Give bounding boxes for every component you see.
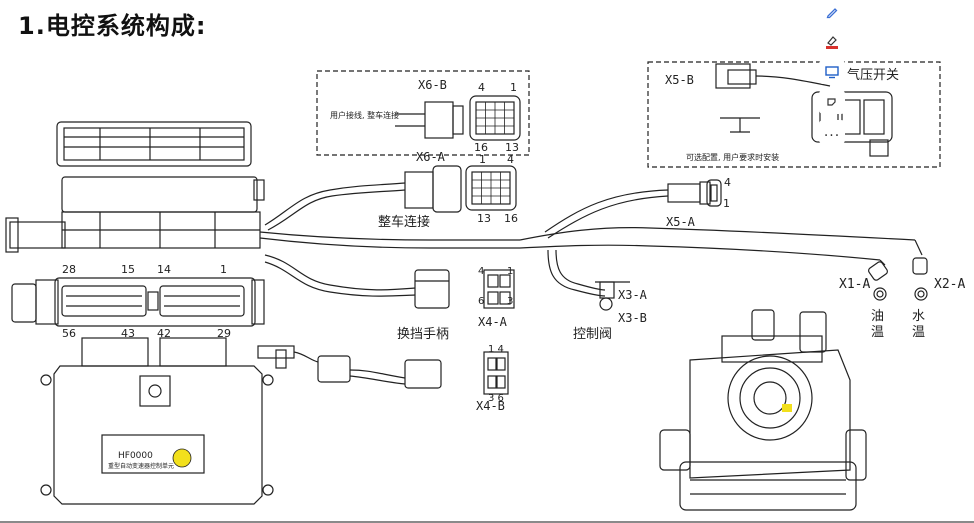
page-title: 1.电控系统构成: bbox=[18, 12, 207, 40]
transmission-drawing bbox=[659, 309, 867, 511]
harness-to-x5a bbox=[544, 189, 669, 233]
water-temp-sensor-drawing bbox=[912, 257, 928, 301]
ecu-front-connector-view bbox=[11, 277, 265, 327]
label-x6b-pin-tl: 4 bbox=[478, 81, 485, 94]
harness-right-run bbox=[519, 227, 916, 241]
label-shift-handle: 换挡手柄 bbox=[397, 327, 449, 342]
label-x6b-pin-tr: 1 bbox=[510, 81, 517, 94]
edit-pencil-icon[interactable] bbox=[819, 0, 845, 24]
x6a-connector-drawing bbox=[404, 165, 517, 213]
highlight-icon[interactable] bbox=[819, 30, 845, 54]
label-x6b-pin-bl: 16 bbox=[474, 141, 488, 154]
x6b-pin-grid bbox=[476, 102, 514, 134]
label-x4a-pin-6: 6 bbox=[478, 296, 484, 307]
more-options-button[interactable]: ... bbox=[819, 120, 845, 144]
label-x6b-pin-br: 13 bbox=[505, 141, 519, 154]
label-user-note: 用户接线, 整车连接 bbox=[330, 110, 399, 120]
label-x6a-pin-tr: 4 bbox=[507, 153, 514, 166]
label-x5a: X5-A bbox=[666, 215, 696, 229]
label-vehicle-connection: 整车连接 bbox=[378, 214, 430, 230]
label-ecu-pin-1: 1 bbox=[220, 263, 227, 276]
label-ecu-pin-28: 28 bbox=[62, 263, 76, 276]
label-ecu-pin-29: 29 bbox=[217, 327, 231, 340]
label-x1a: X1-A bbox=[839, 277, 870, 292]
x4b-connector-drawing bbox=[483, 351, 509, 395]
harness-to-x6a bbox=[264, 182, 406, 226]
label-air-pressure-switch: 气压开关 bbox=[847, 67, 899, 83]
label-optional-note: 可选配置, 用户要求时安装 bbox=[686, 152, 779, 162]
label-oil-temp-2: 温 bbox=[871, 325, 884, 340]
label-x5a-pin-top: 4 bbox=[724, 176, 731, 189]
harness-trunk bbox=[259, 231, 520, 241]
oil-temp-sensor-drawing bbox=[868, 261, 888, 301]
label-x2a: X2-A bbox=[934, 277, 965, 292]
ecu-top-connector-view bbox=[56, 121, 252, 167]
share-icon[interactable] bbox=[819, 90, 845, 114]
x4a-connector-drawing bbox=[483, 269, 515, 309]
x5a-connector-drawing bbox=[667, 179, 722, 207]
label-ecu-pin-43: 43 bbox=[121, 327, 135, 340]
label-x4b-pin-top: 1 4 bbox=[488, 344, 504, 355]
label-x6a-pin-br: 16 bbox=[504, 212, 518, 225]
label-x6b: X6-B bbox=[418, 78, 447, 92]
label-x5b: X5-B bbox=[665, 73, 694, 87]
label-x4a: X4-A bbox=[478, 315, 508, 329]
x5-dashed-box bbox=[647, 61, 941, 168]
control-valve-drawing bbox=[595, 281, 630, 311]
bottom-divider bbox=[0, 521, 974, 523]
label-ecu-pin-42: 42 bbox=[157, 327, 171, 340]
ecu-side-view bbox=[5, 176, 265, 253]
label-water-temp-2: 温 bbox=[912, 325, 925, 340]
harness-to-shift bbox=[264, 254, 416, 291]
ecu-sticker-logo bbox=[172, 448, 192, 468]
label-ecu-sticker-line2: 重型自动变速器控制单元 bbox=[108, 462, 174, 470]
x6a-pin-grid bbox=[472, 172, 510, 204]
label-x4a-pin-1: 1 bbox=[507, 266, 513, 277]
label-x6a-pin-tl: 1 bbox=[479, 153, 486, 166]
label-ecu-sticker-line1: HF0000 bbox=[118, 451, 153, 461]
label-x3a: X3-A bbox=[618, 288, 648, 302]
label-x5a-pin-bottom: 1 bbox=[723, 197, 730, 210]
label-x4b: X4-B bbox=[476, 399, 505, 413]
label-control-valve: 控制阀 bbox=[573, 327, 612, 342]
shift-handle-connector-drawing bbox=[414, 269, 450, 309]
screen-capture-icon[interactable] bbox=[819, 60, 845, 84]
harness-to-valve bbox=[547, 249, 606, 297]
label-oil-temp-1: 油 bbox=[871, 309, 884, 324]
label-x4b-pin-bottom: 3 6 bbox=[488, 393, 504, 404]
label-x6a: X6-A bbox=[416, 150, 446, 164]
label-x6a-pin-bl: 13 bbox=[477, 212, 491, 225]
x4b-cable bbox=[257, 345, 442, 389]
floating-toolbar: ... bbox=[816, 0, 848, 144]
label-ecu-pin-15: 15 bbox=[121, 263, 135, 276]
label-ecu-pin-14: 14 bbox=[157, 263, 171, 276]
label-ecu-pin-56: 56 bbox=[62, 327, 76, 340]
x5b-connector-drawing bbox=[715, 63, 893, 157]
label-x3b: X3-B bbox=[618, 311, 647, 325]
label-x4a-pin-4: 4 bbox=[478, 266, 484, 277]
label-x4a-pin-3: 3 bbox=[507, 296, 513, 307]
ecu-body-drawing bbox=[40, 337, 274, 505]
x6-dashed-box bbox=[316, 70, 530, 156]
label-water-temp-1: 水 bbox=[912, 309, 925, 324]
